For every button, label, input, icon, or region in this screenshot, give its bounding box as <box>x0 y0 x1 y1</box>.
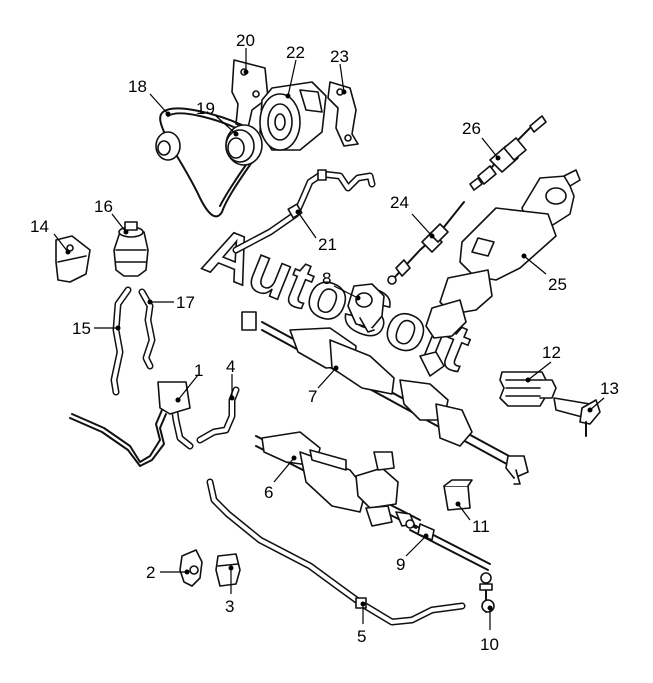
callout-2: 2 <box>146 563 155 582</box>
part-13-tie-rod-end <box>553 397 601 437</box>
part-1-cooler-pipe <box>69 381 194 467</box>
part-24-lower-shaft <box>387 201 465 285</box>
callout-leaders <box>53 48 605 630</box>
part-8-valve-housing <box>347 283 385 333</box>
callout-10: 10 <box>480 635 499 654</box>
part-25-steering-column <box>425 169 581 339</box>
callout-18: 18 <box>128 77 147 96</box>
callout-3: 3 <box>225 597 234 616</box>
part-15-return-hose <box>110 286 132 396</box>
callout-17: 17 <box>176 293 195 312</box>
part-2-clamp <box>179 549 203 587</box>
part-19-pulley <box>155 124 263 166</box>
callout-15: 15 <box>72 319 91 338</box>
callout-13: 13 <box>600 379 619 398</box>
part-11-mounting-bush <box>443 479 473 511</box>
callout-1: 1 <box>194 361 203 380</box>
callout-6: 6 <box>264 483 273 502</box>
part-16-fluid-reservoir <box>113 221 149 277</box>
callout-23: 23 <box>330 47 349 66</box>
part-26-intermediate-shaft <box>469 115 547 191</box>
callout-11: 11 <box>472 517 490 536</box>
callout-22: 22 <box>286 43 305 62</box>
part-12-rack-boot <box>499 371 557 407</box>
part-22-pump <box>259 81 327 151</box>
callout-24: 24 <box>390 193 409 212</box>
callout-12: 12 <box>542 343 561 362</box>
part-21-pressure-hose <box>232 169 376 254</box>
callout-21: 21 <box>318 235 337 254</box>
callout-8: 8 <box>322 269 331 288</box>
callout-4: 4 <box>226 357 235 376</box>
callout-5: 5 <box>357 627 366 646</box>
part-9-tie-rod <box>405 519 491 571</box>
callout-16: 16 <box>94 197 113 216</box>
callout-19: 19 <box>196 99 215 118</box>
callout-7: 7 <box>308 387 317 406</box>
part-6-steering-gear <box>255 431 421 529</box>
part-10-drop-link <box>479 572 495 613</box>
part-3-bar-bush <box>215 553 241 587</box>
part-7-steering-rack <box>241 311 529 485</box>
callout-26: 26 <box>462 119 481 138</box>
part-5-stabilizer-bar <box>206 478 466 626</box>
callout-labels: 1 2 3 4 5 6 7 8 9 10 11 12 13 14 15 16 1… <box>30 31 619 654</box>
part-4-hose <box>196 386 240 444</box>
callout-9: 9 <box>396 555 405 574</box>
callout-14: 14 <box>30 217 49 236</box>
callout-20: 20 <box>236 31 255 50</box>
callout-25: 25 <box>548 275 567 294</box>
